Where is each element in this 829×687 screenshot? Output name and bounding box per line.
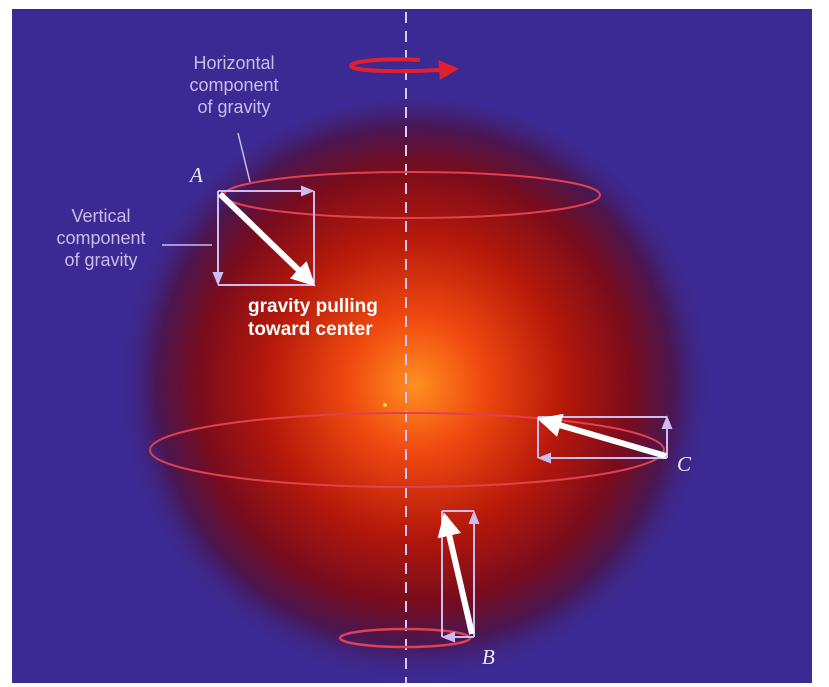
gravity-vector-a (217, 191, 316, 287)
point-b-label: B (482, 645, 495, 669)
rotation-arrow-icon (348, 57, 459, 81)
vectors-point-c (537, 413, 673, 464)
vectors-point-a (212, 185, 316, 287)
horizontal-component-label: Horizontal component of gravity (189, 53, 279, 117)
point-c-label: C (677, 452, 692, 476)
leader-horizontal (237, 132, 251, 183)
vertical-component-label: Vertical component of gravity (56, 206, 146, 270)
planet-body (115, 100, 715, 680)
gravity-vector-c (537, 413, 667, 459)
vectors-point-b (437, 510, 480, 643)
planet-center-dot (383, 403, 387, 407)
equator-circle (149, 412, 665, 488)
gravity-vector-b (437, 512, 475, 635)
point-a-label: A (190, 163, 203, 187)
gravity-label: gravity pulling toward center (248, 296, 378, 340)
